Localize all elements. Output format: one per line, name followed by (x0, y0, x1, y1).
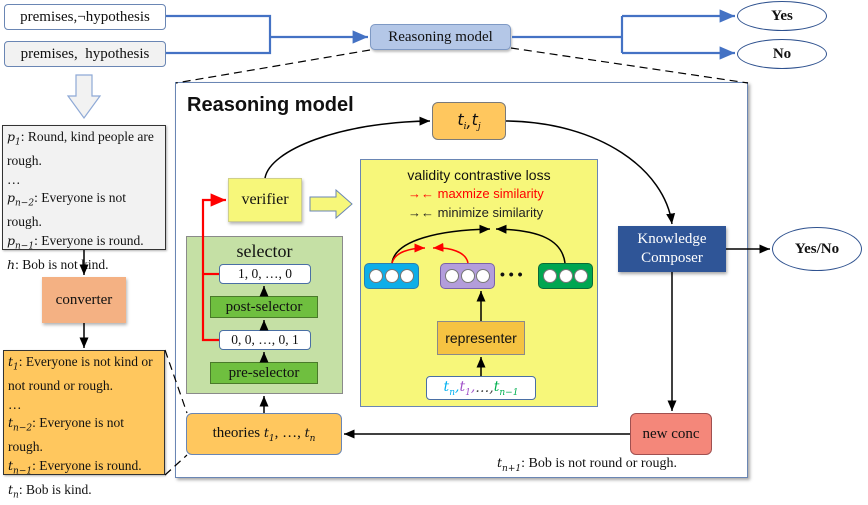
knowledge-composer-box: Knowledge Composer (618, 226, 726, 272)
selector-title: selector (236, 241, 293, 261)
theories-t1-tn-box: theories t1, …, tn (186, 413, 342, 455)
tij-box: ti,tj (432, 102, 506, 140)
minimize-label: minimize similarity (437, 205, 544, 220)
theory-line: tn−2: Everyone is not rough. (8, 415, 124, 455)
loss-title: validity contrastive loss (407, 167, 551, 183)
new-conclusion-note: tn+1: Bob is not round or rough. (497, 455, 678, 474)
post-selector-box: post-selector (210, 296, 318, 318)
kc-line2: Composer (641, 250, 703, 266)
minimize-arrows-icon: →← (408, 205, 434, 220)
premise-line: p1: Round, kind people are rough. (7, 129, 154, 169)
new-conc-box: new conc (630, 413, 712, 455)
premises-label: premises, (20, 8, 78, 25)
theories-label: theories t1, …, tn (212, 424, 316, 444)
embedding-dot (384, 269, 399, 283)
verifier-box: verifier (228, 178, 302, 222)
pre-selector-label: pre-selector (228, 364, 300, 381)
input-premises-hypothesis: premises, hypothesis (4, 41, 166, 67)
representer-box: representer (437, 321, 525, 355)
embedding-dot (574, 269, 589, 283)
theory-line: t1: Everyone is not kind or not round or… (8, 354, 153, 394)
post-output-label: 1, 0, …, 0 (238, 266, 292, 281)
premise-line: h: Bob is not kind. (7, 257, 109, 273)
sequence-item: tn, (443, 378, 460, 398)
tij-sep: , (466, 111, 472, 131)
sequence-item: t1, (459, 378, 476, 398)
converter-label: converter (55, 291, 113, 308)
down-arrow-icon (66, 74, 102, 120)
representer-label: representer (445, 330, 517, 346)
post-selector-label: post-selector (225, 298, 303, 315)
embedding-dot (542, 269, 557, 283)
reasoning-model-label: Reasoning model (388, 28, 493, 45)
sequence-item: …, (475, 380, 494, 396)
sequence-item: tn−1 (493, 378, 519, 398)
premises-box: p1: Round, kind people are rough. … pn−2: … (2, 125, 166, 272)
embedding-dot (444, 269, 459, 283)
theories-box: t1: Everyone is not kind or not round or… (3, 350, 165, 501)
pre-selector-box: pre-selector (210, 362, 318, 384)
embedding-dot (460, 269, 475, 283)
output-no: No (737, 39, 827, 69)
theory-line: tn−1: Everyone is round. (8, 457, 142, 477)
yes-no-label: Yes/No (794, 240, 840, 257)
yes-label: Yes (771, 7, 793, 24)
premises-hypothesis-label: premises, hypothesis (20, 45, 150, 62)
theory-line: tn: Bob is kind. (8, 482, 92, 501)
output-yes-no: Yes/No (772, 227, 862, 271)
verifier-label: verifier (241, 191, 289, 208)
embedding-t1 (440, 263, 495, 289)
pre-output-label: 0, 0, …, 0, 1 (231, 332, 299, 347)
embedding-tn (364, 263, 419, 289)
no-label: No (772, 45, 792, 62)
premise-line: pn−1: Everyone is round. (7, 232, 144, 252)
maximize-arrows-icon: →← (408, 186, 434, 201)
theory-line: … (8, 396, 22, 412)
tj-var: tj (471, 109, 481, 133)
maximize-label: maxmize similarity (437, 186, 544, 201)
ti-var: ti (457, 109, 467, 133)
negation-symbol: ¬ (77, 8, 86, 25)
output-yes: Yes (737, 1, 827, 31)
reasoning-model-box: Reasoning model (370, 24, 511, 50)
embedding-tn-minus-1 (538, 263, 593, 289)
embedding-dot (476, 269, 491, 283)
premise-line: … (7, 171, 21, 187)
embedding-dot (400, 269, 415, 283)
new-conc-label: new conc (642, 425, 700, 442)
embedding-dot (558, 269, 573, 283)
hypothesis-label: hypothesis (85, 8, 150, 25)
right-arrow-icon (309, 189, 353, 219)
maximize-legend: →← maxmize similarity (408, 186, 544, 201)
minimize-legend: →← minimize similarity (408, 205, 543, 220)
premise-line: pn−2: Everyone is not rough. (7, 190, 126, 230)
post-selector-output: 1, 0, …, 0 (219, 264, 311, 284)
ellipsis-dots: • • • (500, 266, 523, 282)
embedding-dot (368, 269, 383, 283)
frame-title: Reasoning model (187, 94, 354, 116)
converter-box: converter (42, 277, 126, 323)
input-premises-negated-hypothesis: premises,¬hypothesis (4, 4, 166, 30)
kc-line1: Knowledge (637, 231, 707, 247)
pre-selector-output: 0, 0, …, 0, 1 (219, 330, 311, 350)
theory-sequence-box: tn, t1, …,tn−1 (426, 376, 536, 400)
